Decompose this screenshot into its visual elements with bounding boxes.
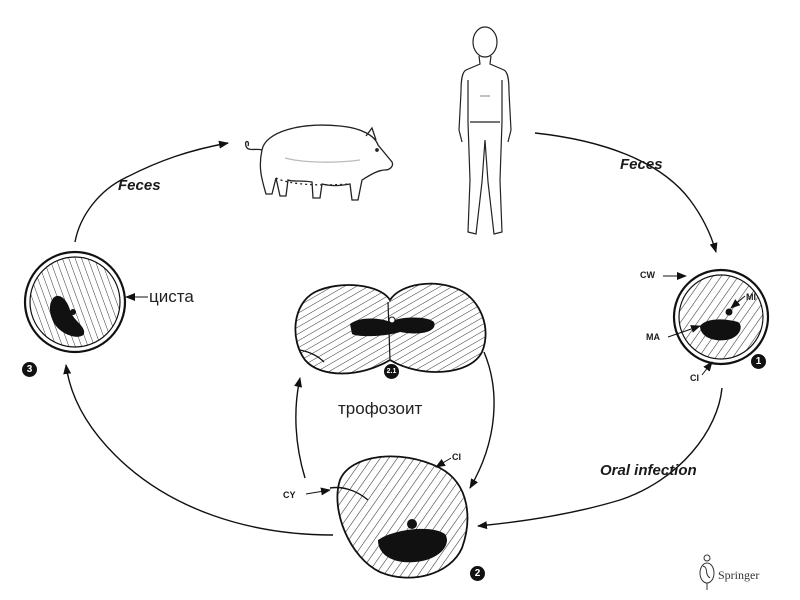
arrow-cyst1-to-stage2 bbox=[477, 387, 723, 530]
cyst-stage-1 bbox=[672, 268, 770, 366]
micronucleus-label: MI bbox=[746, 292, 756, 302]
arrow-human-to-cyst1 bbox=[534, 132, 718, 253]
human-illustration bbox=[458, 26, 512, 235]
macronucleus-label: MA bbox=[646, 332, 660, 342]
label-pointers bbox=[125, 272, 746, 496]
feces-label-right: Feces bbox=[620, 156, 663, 173]
stage-number-2: 2 bbox=[470, 566, 485, 581]
dividing-trophozoite-stage-2-1 bbox=[294, 282, 487, 375]
pig-illustration bbox=[244, 124, 394, 201]
stage-number-2-1: 2.1 bbox=[384, 364, 399, 379]
stage-number-3: 3 bbox=[22, 362, 37, 377]
trophozoite-stage-2 bbox=[329, 455, 469, 579]
arrow-stage21-to-stage2 bbox=[469, 351, 495, 489]
cytostome-label: CY bbox=[283, 490, 296, 500]
cyst-label: циста bbox=[149, 287, 194, 306]
publisher-name: Springer bbox=[718, 568, 760, 582]
oral-infection-label: Oral infection bbox=[600, 462, 697, 479]
trophozoite-label: трофозоит bbox=[338, 399, 423, 418]
cilia-label-center: CI bbox=[452, 452, 461, 462]
springer-logo bbox=[699, 554, 715, 590]
cyst-wall-label: CW bbox=[640, 270, 655, 280]
arrow-stage2-to-cyst3 bbox=[63, 364, 334, 536]
cyst-stage-3 bbox=[23, 250, 127, 354]
cilia-label-right: CI bbox=[690, 373, 699, 383]
arrow-cyst3-to-pig bbox=[74, 140, 229, 243]
feces-label-left: Feces bbox=[118, 177, 161, 194]
stage-number-1: 1 bbox=[751, 354, 766, 369]
arrow-stage2-to-stage21 bbox=[294, 377, 306, 479]
